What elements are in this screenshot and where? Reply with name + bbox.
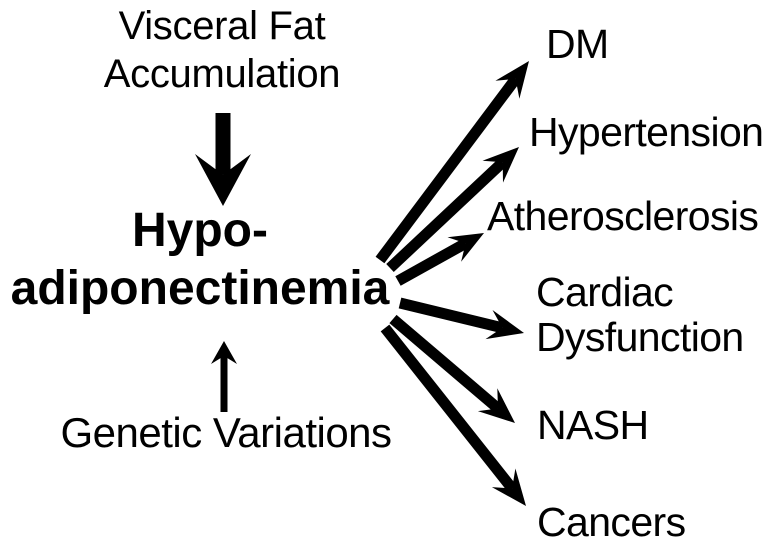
node-cardiac-dysfunction: Cardiac Dysfunction (536, 270, 744, 360)
node-hypoadiponectinemia: Hypo- adiponectinemia (0, 202, 400, 318)
arrowhead-genetic-to-hub-icon (211, 341, 237, 364)
dm-label: DM (546, 21, 609, 67)
arrowhead-hub-to-cardiac-icon (485, 310, 524, 340)
arrow-shaft-hub-to-atherosclerosis (395, 238, 469, 286)
node-nash: NASH (537, 403, 649, 447)
arrowhead-hub-to-dm-icon (495, 61, 529, 99)
arrow-shaft-hub-to-hypertension (386, 158, 507, 273)
cardiac-line1: Cardiac (536, 269, 674, 315)
arrow-shaft-hub-to-cardiac (398, 297, 504, 334)
hypertension-label: Hypertension (529, 109, 764, 155)
visceral-line2: Accumulation (103, 52, 341, 96)
node-dm: DM (546, 22, 609, 66)
arrowhead-hub-to-hypertension-icon (482, 147, 519, 183)
node-cancers: Cancers (537, 499, 686, 542)
arrow-shaft-hub-to-cancers (380, 324, 517, 492)
atherosclerosis-label: Atherosclerosis (487, 193, 759, 239)
arrowhead-hub-to-cancers-icon (491, 468, 526, 506)
hub-line1: Hypo- (132, 204, 268, 257)
node-visceral-fat-accumulation: Visceral Fat Accumulation (47, 2, 397, 98)
nash-label: NASH (537, 402, 649, 448)
arrowhead-visceral-to-hub-icon (195, 154, 251, 206)
node-hypertension: Hypertension (529, 109, 764, 155)
cardiac-line2: Dysfunction (536, 314, 744, 360)
node-genetic-variations: Genetic Variations (46, 410, 406, 456)
arrow-shaft-hub-to-dm (375, 75, 521, 264)
arrowhead-hub-to-nash-icon (477, 388, 515, 423)
hub-line2: adiponectinemia (10, 262, 390, 315)
arrow-shaft-hub-to-nash (389, 314, 502, 413)
cancers-label: Cancers (537, 499, 686, 542)
arrowhead-hub-to-atherosclerosis-icon (447, 233, 484, 262)
visceral-line1: Visceral Fat (118, 4, 326, 48)
node-atherosclerosis: Atherosclerosis (487, 193, 759, 239)
genetic-label: Genetic Variations (60, 409, 392, 456)
